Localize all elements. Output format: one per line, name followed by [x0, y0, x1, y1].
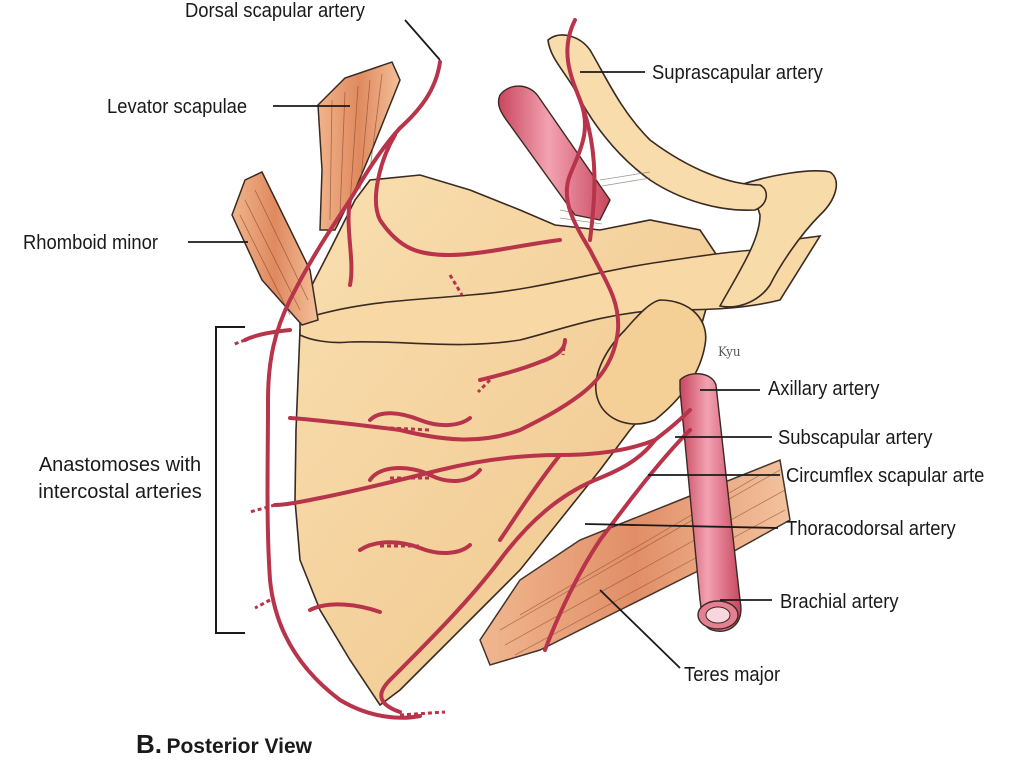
caption-letter: B.	[136, 729, 162, 759]
label-teres-major: Teres major	[684, 664, 781, 686]
label-axillary-artery: Axillary artery	[768, 378, 880, 400]
acromion	[718, 170, 838, 308]
caption-title: Posterior View	[166, 735, 312, 758]
leader-lines	[188, 19, 780, 669]
levator-scapulae-muscle	[317, 61, 401, 231]
label-anastomoses: Anastomoses with intercostal arteries	[20, 452, 220, 506]
figure-caption: B. Posterior View	[136, 729, 312, 760]
label-brachial-artery: Brachial artery	[780, 591, 899, 613]
label-dorsal-scapular-artery: Dorsal scapular artery	[185, 0, 365, 22]
artery-network	[243, 18, 692, 720]
rhomboid-minor-muscle	[231, 171, 319, 326]
label-levator-scapulae: Levator scapulae	[107, 96, 248, 118]
label-anastomoses-line1: Anastomoses with	[38, 454, 202, 476]
subclavian-vessel	[497, 85, 611, 221]
label-subscapular-artery: Subscapular artery	[778, 427, 933, 449]
glenoid	[595, 299, 707, 425]
label-circumflex-scapular-artery: Circumflex scapular arte	[786, 465, 985, 487]
clavicle	[547, 34, 768, 212]
anastomoses-bracket	[215, 326, 245, 634]
label-suprascapular-artery: Suprascapular artery	[652, 62, 823, 84]
label-anastomoses-line2: intercostal arteries	[38, 481, 202, 503]
label-rhomboid-minor: Rhomboid minor	[23, 232, 158, 254]
scapular-spine	[299, 234, 822, 346]
label-thoracodorsal-artery: Thoracodorsal artery	[786, 518, 956, 540]
artist-signature: Kyu	[718, 345, 741, 360]
